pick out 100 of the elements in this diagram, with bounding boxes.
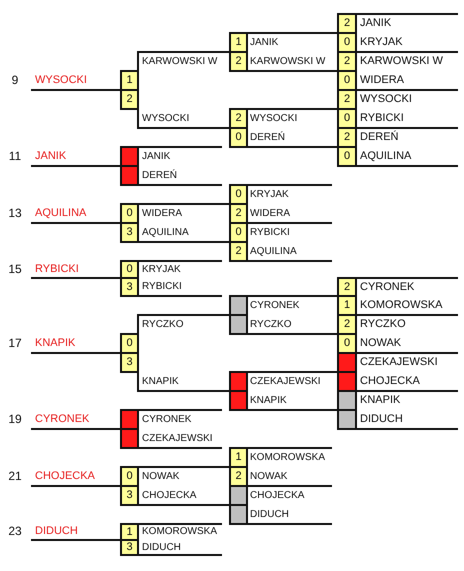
player-name: RYBICKI xyxy=(250,226,290,240)
player-name: CYRONEK xyxy=(31,410,90,429)
player-name: DIDUCH xyxy=(31,524,78,540)
score-cell: 0 xyxy=(337,146,357,167)
bracket-line xyxy=(31,539,121,541)
match-bracket xyxy=(229,184,332,224)
player-name: RYCZKO xyxy=(142,318,184,332)
match-bracket xyxy=(337,390,458,430)
score-cell: 3 xyxy=(120,222,139,243)
player-name: CYRONEK xyxy=(250,299,300,313)
player-name: KARWOWSKI W xyxy=(360,54,443,69)
score-cell: 0 xyxy=(120,333,139,354)
player-name: WYSOCKI xyxy=(31,71,87,90)
score-cell: 0 xyxy=(229,127,248,148)
bracket-line xyxy=(31,165,121,167)
player-name: KOMOROWSKA xyxy=(360,298,443,313)
player-name: KOMOROWSKA xyxy=(250,451,326,465)
score-cell: 1 xyxy=(229,32,248,53)
player-name: KRYJAK xyxy=(250,188,289,202)
bracket-line xyxy=(31,89,121,91)
score-cell: 0 xyxy=(337,333,357,354)
player-name: RYBICKI xyxy=(360,111,404,126)
player-name: WYSOCKI xyxy=(360,92,412,107)
score-cell: 1 xyxy=(337,295,357,316)
seed-number: 21 xyxy=(7,468,23,485)
score-cell: 3 xyxy=(120,539,139,556)
seed-number: 23 xyxy=(7,524,23,539)
player-name: JANIK xyxy=(31,147,66,166)
player-name: WYSOCKI xyxy=(142,112,190,126)
bracket-line xyxy=(31,222,121,224)
player-name: WYSOCKI xyxy=(250,112,298,126)
score-cell: 1 xyxy=(120,70,139,91)
player-name: CHOJECKA xyxy=(142,489,196,503)
player-name: KARWOWSKI W xyxy=(250,55,326,69)
score-cell: 0 xyxy=(120,466,139,487)
player-name: CYRONEK xyxy=(360,280,414,295)
player-name: NOWAK xyxy=(360,336,402,351)
score-cell: 1 xyxy=(229,447,248,468)
score-cell: 2 xyxy=(337,89,357,110)
bracket-line xyxy=(31,428,121,430)
seed-number: 19 xyxy=(7,411,23,428)
player-name: CHOJECKA xyxy=(360,374,420,389)
player-name: WIDERA xyxy=(142,207,182,221)
player-name: KNAPIK xyxy=(142,375,179,389)
score-cell: 0 xyxy=(337,32,357,53)
player-name: JANIK xyxy=(142,150,170,164)
match-bracket xyxy=(120,523,222,556)
match-bracket xyxy=(120,146,222,186)
bracket-line xyxy=(31,485,121,487)
player-name: CZEKAJEWSKI xyxy=(250,375,321,389)
score-cell: 2 xyxy=(337,277,357,297)
player-name: KARWOWSKI W xyxy=(142,55,218,69)
player-name: CZEKAJEWSKI xyxy=(360,355,438,370)
player-name: RYCZKO xyxy=(250,318,292,332)
match-bracket xyxy=(229,447,332,487)
match-bracket xyxy=(229,222,332,262)
player-name: KNAPIK xyxy=(360,393,400,408)
player-name: JANIK xyxy=(360,16,392,31)
score-cell: 0 xyxy=(120,203,139,224)
player-name: RYBICKI xyxy=(31,261,79,278)
score-cell: 2 xyxy=(229,108,248,129)
score-cell: 0 xyxy=(337,108,357,129)
score-cell: 0 xyxy=(337,70,357,91)
score-cell: 2 xyxy=(337,51,357,72)
score-cell: 2 xyxy=(120,89,139,110)
player-name: RYBICKI xyxy=(142,280,182,294)
bracket-line xyxy=(31,352,121,354)
player-name: KNAPIK xyxy=(250,394,287,408)
score-cell: 3 xyxy=(120,352,139,373)
score-cell: 0 xyxy=(229,184,248,205)
score-cell: 2 xyxy=(229,466,248,487)
score-cell: 0 xyxy=(229,222,248,243)
player-name: KOMOROWSKA xyxy=(142,525,218,539)
seed-number: 9 xyxy=(10,72,20,89)
match-bracket xyxy=(120,409,222,449)
player-name: NOWAK xyxy=(250,470,288,484)
score-cell: 2 xyxy=(229,203,248,224)
seed-number: 15 xyxy=(7,261,23,277)
player-name: KRYJAK xyxy=(360,35,403,50)
player-name: WIDERA xyxy=(250,207,290,221)
player-name: DEREŃ xyxy=(142,168,178,183)
player-name: DEREŃ xyxy=(250,130,286,145)
player-name: CHOJECKA xyxy=(31,467,95,486)
bracket-line xyxy=(31,277,121,279)
score-cell: 3 xyxy=(120,485,139,506)
player-name: AQUILINA xyxy=(142,226,189,240)
player-name: AQUILINA xyxy=(250,245,297,259)
player-name: AQUILINA xyxy=(31,204,86,223)
player-name: DIDUCH xyxy=(142,541,181,555)
seed-number: 13 xyxy=(7,205,23,222)
match-bracket xyxy=(337,127,458,167)
score-cell: 2 xyxy=(229,51,248,72)
player-name: CYRONEK xyxy=(142,413,192,427)
player-name: DIDUCH xyxy=(360,412,403,427)
score-cell: 2 xyxy=(337,127,357,148)
player-name: KRYJAK xyxy=(142,263,181,277)
match-bracket xyxy=(337,277,458,316)
match-bracket xyxy=(337,13,458,53)
player-name: DIDUCH xyxy=(250,508,289,522)
player-name: CZEKAJEWSKI xyxy=(142,432,213,446)
